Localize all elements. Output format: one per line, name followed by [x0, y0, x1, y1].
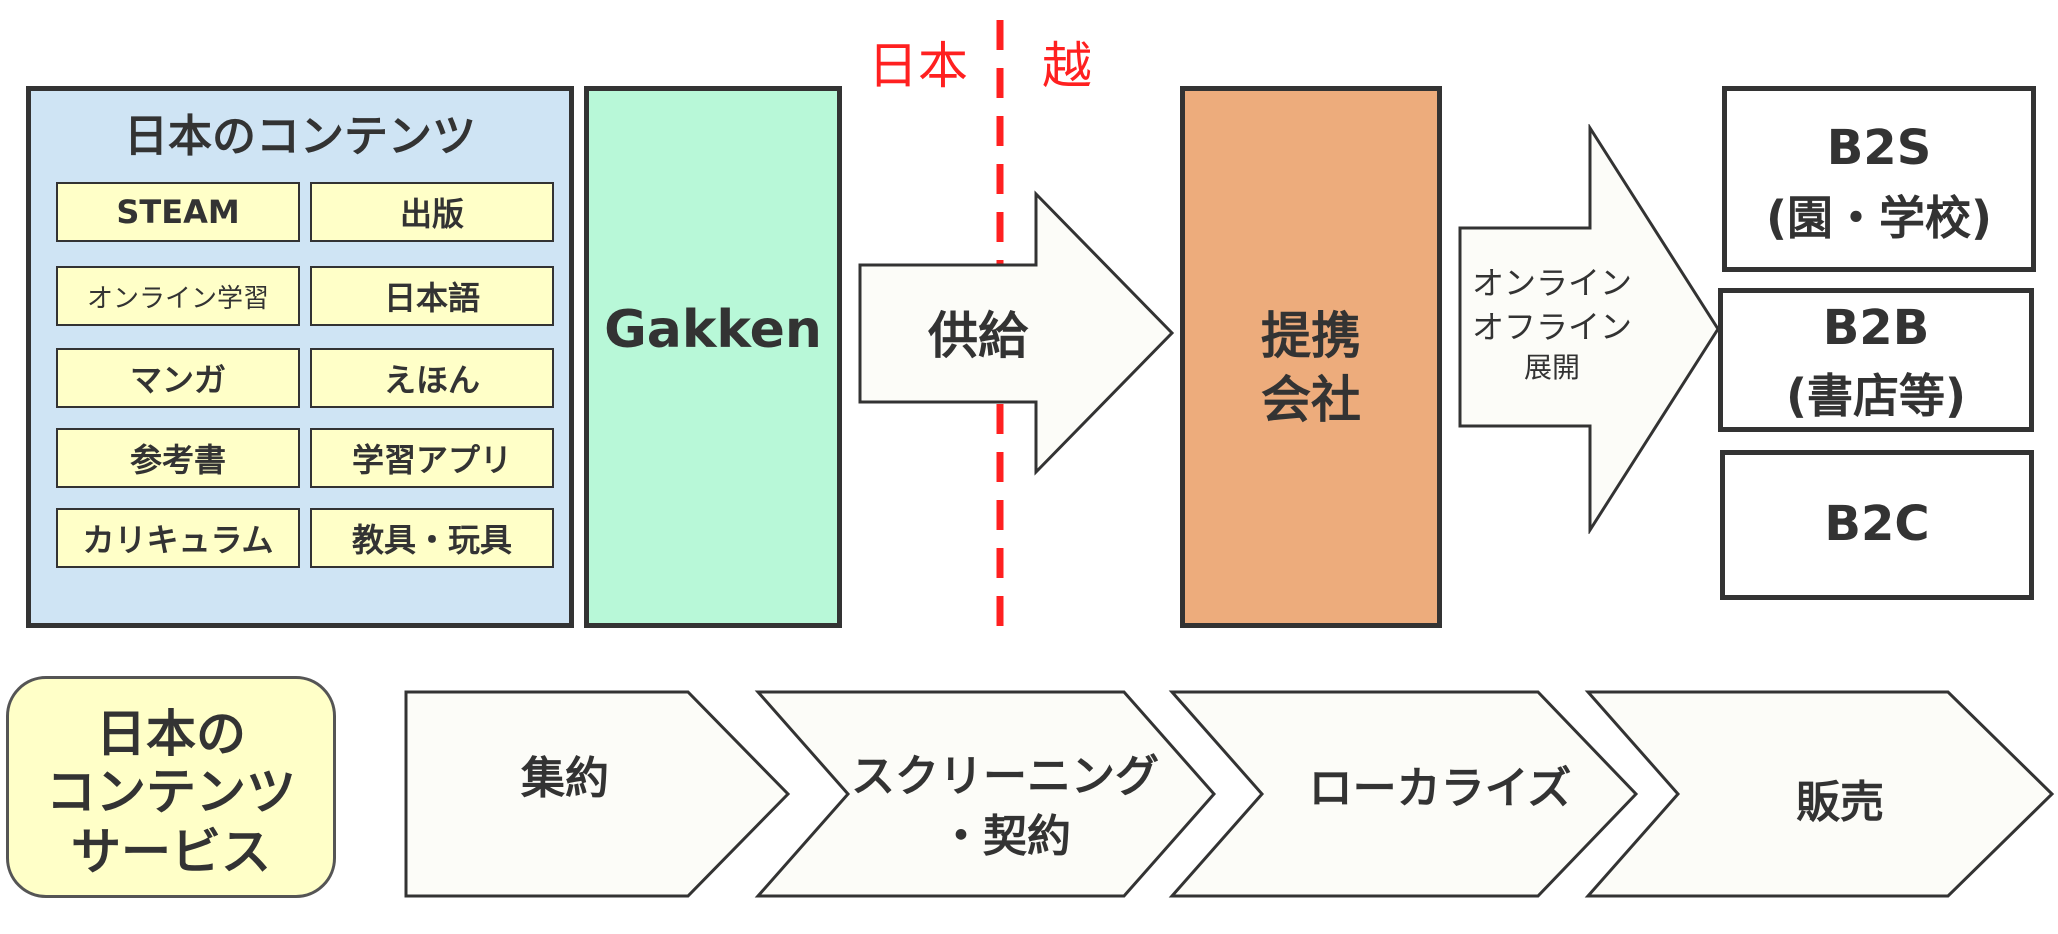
partner-box — [1180, 86, 1442, 628]
process-step-3-label: ローカライズ — [1308, 763, 1572, 814]
channel-b2b-line1: B2B — [1822, 300, 1930, 356]
border-label-japan: 日本 — [868, 37, 968, 95]
supply-arrow — [858, 190, 1175, 476]
partner-label-line2: 会社 — [1261, 371, 1361, 429]
service-label-box — [6, 676, 336, 898]
process-step-4-shape — [1584, 690, 2055, 898]
gakken-label: Gakken — [604, 300, 822, 360]
process-step-2-label-line2: ・契約 — [939, 811, 1071, 862]
channel-box-b2s — [1722, 86, 2036, 272]
channel-b2s-line1: B2S — [1826, 120, 1932, 176]
content-item-learning-apps: 学習アプリ — [310, 428, 554, 488]
deploy-arrow-line3: 展開 — [1524, 351, 1581, 384]
process-chevrons — [404, 690, 2055, 898]
deploy-arrow — [1458, 124, 1720, 534]
service-label-line3: サービス — [71, 823, 271, 881]
content-item-publishing: 出版 — [310, 182, 554, 242]
process-step-1-shape — [404, 690, 791, 898]
deploy-arrow-line1: オンライン — [1472, 264, 1633, 302]
channel-box-b2c — [1720, 450, 2034, 600]
content-item-reference-books: 参考書 — [56, 428, 300, 488]
content-item-picture-books: えほん — [310, 348, 554, 408]
deploy-arrow-line2: オフライン — [1472, 308, 1633, 346]
supply-arrow-label: 供給 — [928, 307, 1028, 365]
content-item-manga: マンガ — [56, 348, 300, 408]
content-item-teaching-toys: 教具・玩具 — [310, 508, 554, 568]
service-label-line2: コンテンツ — [46, 763, 296, 821]
process-step-1-label: 集約 — [521, 753, 609, 804]
process-step-2-label-line1: スクリーニング — [851, 751, 1159, 802]
content-item-steam: STEAM — [56, 182, 300, 242]
content-item-online-learning: オンライン学習 — [56, 266, 300, 326]
channel-box-b2b — [1718, 288, 2034, 432]
process-step-4-label: 販売 — [1796, 777, 1884, 828]
content-item-japanese: 日本語 — [310, 266, 554, 326]
contents-panel-title: 日本のコンテンツ — [124, 111, 476, 162]
partner-label-line1: 提携 — [1261, 307, 1361, 365]
process-step-2-shape — [754, 690, 1217, 898]
border-label-vietnam: 越 — [1042, 37, 1092, 95]
service-label-line1: 日本の — [96, 705, 246, 763]
channel-b2b-line2: (書店等) — [1785, 369, 1967, 423]
process-step-3-shape — [1168, 690, 1639, 898]
gakken-box — [584, 86, 842, 628]
channel-b2s-line2: (園・学校) — [1765, 191, 1993, 245]
content-item-curriculum: カリキュラム — [56, 508, 300, 568]
channel-b2c-line1: B2C — [1824, 496, 1930, 552]
